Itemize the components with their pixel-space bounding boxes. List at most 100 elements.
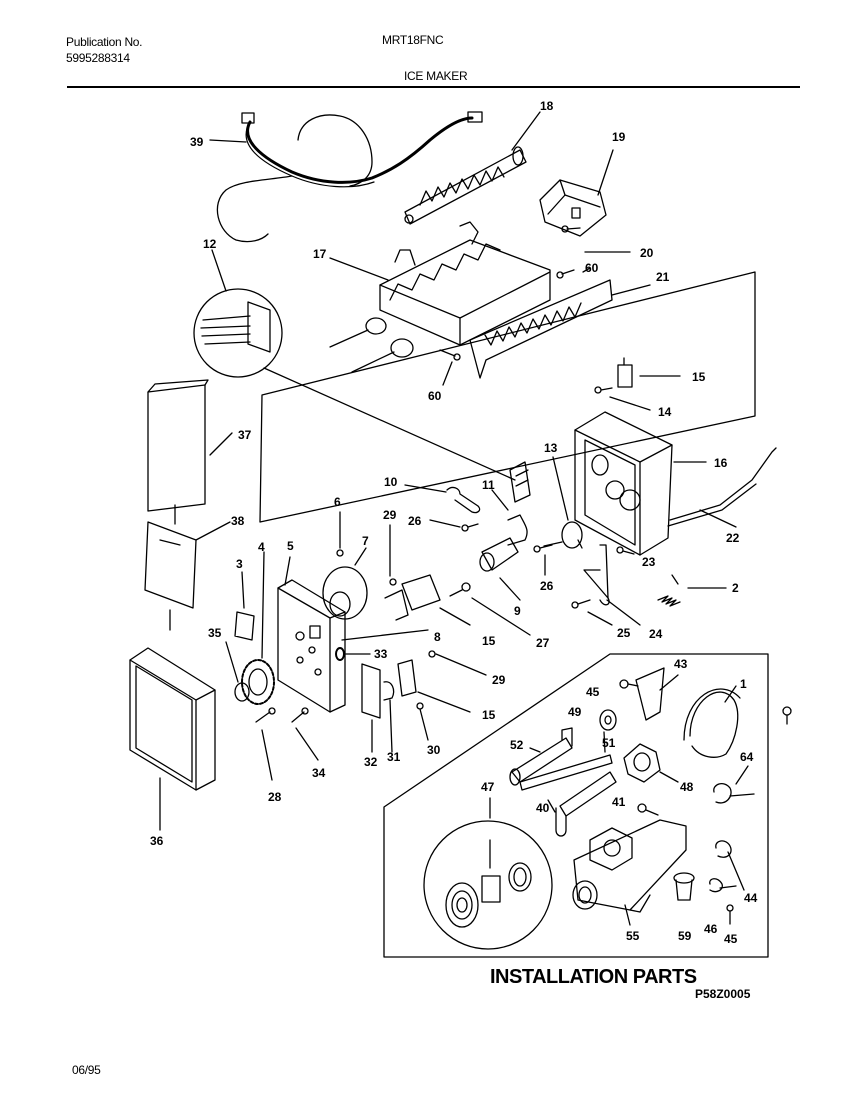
screw-26a (429, 519, 479, 532)
screw-30 (416, 702, 429, 741)
screw-45b (726, 904, 734, 925)
callout-43: 43 (674, 657, 688, 671)
callout-3: 3 (236, 557, 243, 571)
callout-6: 6 (334, 495, 341, 509)
callout-41: 41 (612, 795, 626, 809)
mold-shield (469, 279, 651, 379)
screw-6 (336, 511, 344, 557)
callout-60a: 60 (585, 261, 599, 275)
callout-10: 10 (384, 475, 398, 489)
mold-cover (539, 149, 614, 237)
callout-25: 25 (617, 626, 631, 640)
callout-23: 23 (642, 555, 656, 569)
callout-29b: 29 (492, 673, 506, 687)
callout-55: 55 (626, 929, 640, 943)
thermostat-top (617, 357, 681, 388)
callout-31: 31 (387, 750, 401, 764)
callout-46: 46 (704, 922, 718, 936)
callout-1: 1 (740, 677, 747, 691)
tube-clamp-small (709, 878, 737, 893)
hex-nut (623, 743, 679, 783)
callout-27: 27 (536, 636, 550, 650)
callout-15a: 15 (692, 370, 706, 384)
water-valve (572, 819, 687, 926)
timing-cam (543, 456, 583, 549)
callout-28: 28 (268, 790, 282, 804)
gear-washer (225, 641, 250, 702)
label-card (234, 571, 255, 641)
wire-harness (209, 111, 483, 243)
spring-clip (507, 514, 528, 546)
callout-33: 33 (374, 647, 388, 661)
callout-20: 20 (640, 246, 654, 260)
callout-11: 11 (482, 478, 495, 492)
callout-15b: 15 (482, 634, 496, 648)
retaining-clip (404, 484, 481, 514)
ice-mold (329, 221, 551, 373)
callout-38: 38 (231, 514, 245, 528)
callout-47: 47 (481, 780, 495, 794)
callout-49: 49 (568, 705, 582, 719)
screw-26b (533, 544, 553, 576)
connector-detail (193, 249, 516, 481)
callout-39: 39 (190, 135, 204, 149)
callout-16: 16 (714, 456, 728, 470)
water-tube-coil (683, 685, 741, 758)
spring-8 (341, 629, 429, 641)
callout-37: 37 (238, 428, 252, 442)
screw-25 (571, 599, 613, 626)
installation-card (144, 521, 231, 631)
callout-64: 64 (740, 750, 754, 764)
callout-26b: 26 (540, 579, 554, 593)
section-title: ICE MAKER (404, 69, 468, 83)
callout-40: 40 (536, 801, 550, 815)
callout-22: 22 (726, 531, 740, 545)
callout-17: 17 (313, 247, 327, 261)
callout-60b: 60 (428, 389, 442, 403)
callout-35: 35 (208, 626, 222, 640)
installation-frame (383, 653, 769, 958)
instruction-booklet (147, 379, 233, 525)
diagram-code: P58Z0005 (695, 987, 751, 1001)
callout-21: 21 (656, 270, 670, 284)
installation-kit-box (129, 647, 216, 831)
callout-9: 9 (514, 604, 521, 618)
screw-34 (291, 707, 319, 761)
tape-strip (519, 731, 613, 791)
screw-28 (255, 707, 276, 781)
screw-41 (637, 803, 659, 816)
publication-number: 5995288314 (66, 51, 130, 65)
screw-29b (428, 650, 487, 676)
installation-parts-title: INSTALLATION PARTS (490, 966, 697, 988)
callout-52: 52 (510, 738, 524, 752)
callout-8: 8 (434, 630, 441, 644)
callout-18: 18 (540, 99, 554, 113)
callout-36: 36 (150, 834, 164, 848)
switch-bracket (361, 663, 381, 753)
screw-27 (449, 582, 531, 636)
grommet (673, 872, 695, 901)
callout-34: 34 (312, 766, 326, 780)
publication-label: Publication No. (66, 35, 143, 49)
shutoff-lever (583, 544, 641, 626)
valve-bracket (635, 667, 679, 721)
switch-mid (384, 574, 471, 626)
compression-washer (599, 709, 617, 731)
screw-60a (556, 267, 591, 279)
callout-2: 2 (732, 581, 739, 595)
callout-30: 30 (427, 743, 441, 757)
callout-14: 14 (658, 405, 672, 419)
screw-29a (389, 524, 397, 586)
feeler-arm (667, 447, 777, 528)
tube-clamp (713, 765, 755, 804)
callout-24: 24 (649, 627, 663, 641)
callout-15c: 15 (482, 708, 496, 722)
callout-51: 51 (602, 736, 616, 750)
loose-screw (782, 706, 792, 725)
lever-spring (657, 574, 727, 607)
clamp-44 (715, 840, 745, 891)
switch-31 (383, 681, 395, 753)
motor-coupler (479, 537, 521, 601)
screw-45a (619, 679, 639, 689)
